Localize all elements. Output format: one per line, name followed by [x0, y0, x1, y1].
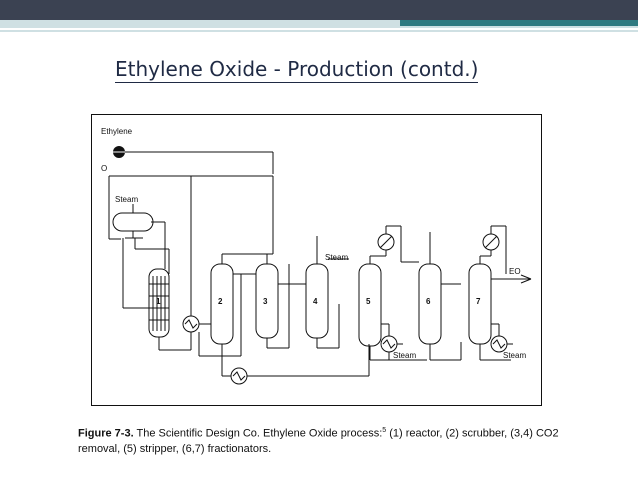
unit-label-5: 5: [366, 297, 371, 306]
steam-label-reboiler-7: Steam: [503, 351, 526, 360]
process-flow-diagram: Ethylene O Steam Steam Steam Steam EO 1 …: [101, 127, 532, 385]
header-accent-strip: [0, 20, 638, 32]
unit-label-1: 1: [156, 297, 161, 306]
header-bar: [0, 0, 638, 20]
steam-label-column-4: Steam: [325, 253, 348, 262]
unit-label-2: 2: [218, 297, 223, 306]
steam-label-drum: Steam: [115, 195, 138, 204]
caption-text-units: (1) reactor, (2) scrubber, (3,4) CO2 rem…: [78, 427, 559, 455]
unit-label-6: 6: [426, 297, 431, 306]
caption-text-intro: The Scientific Design Co. Ethylene Oxide…: [136, 427, 383, 440]
ethylene-label: Ethylene: [101, 127, 133, 136]
oxygen-label: O: [101, 164, 107, 173]
unit-label-3: 3: [263, 297, 268, 306]
header-accent-line: [0, 28, 638, 30]
figure-label: Figure 7-3.: [78, 427, 134, 440]
figure-frame: [91, 114, 542, 406]
unit-label-7: 7: [476, 297, 481, 306]
figure-caption: Figure 7-3. The Scientific Design Co. Et…: [78, 423, 568, 457]
header-accent-teal: [400, 20, 638, 26]
steam-label-reboiler-5: Steam: [393, 351, 416, 360]
caption-reference: 5: [382, 427, 387, 434]
eo-product-label: EO: [509, 267, 521, 276]
unit-label-4: 4: [313, 297, 318, 306]
slide-title: Ethylene Oxide - Production (contd.): [115, 57, 479, 83]
